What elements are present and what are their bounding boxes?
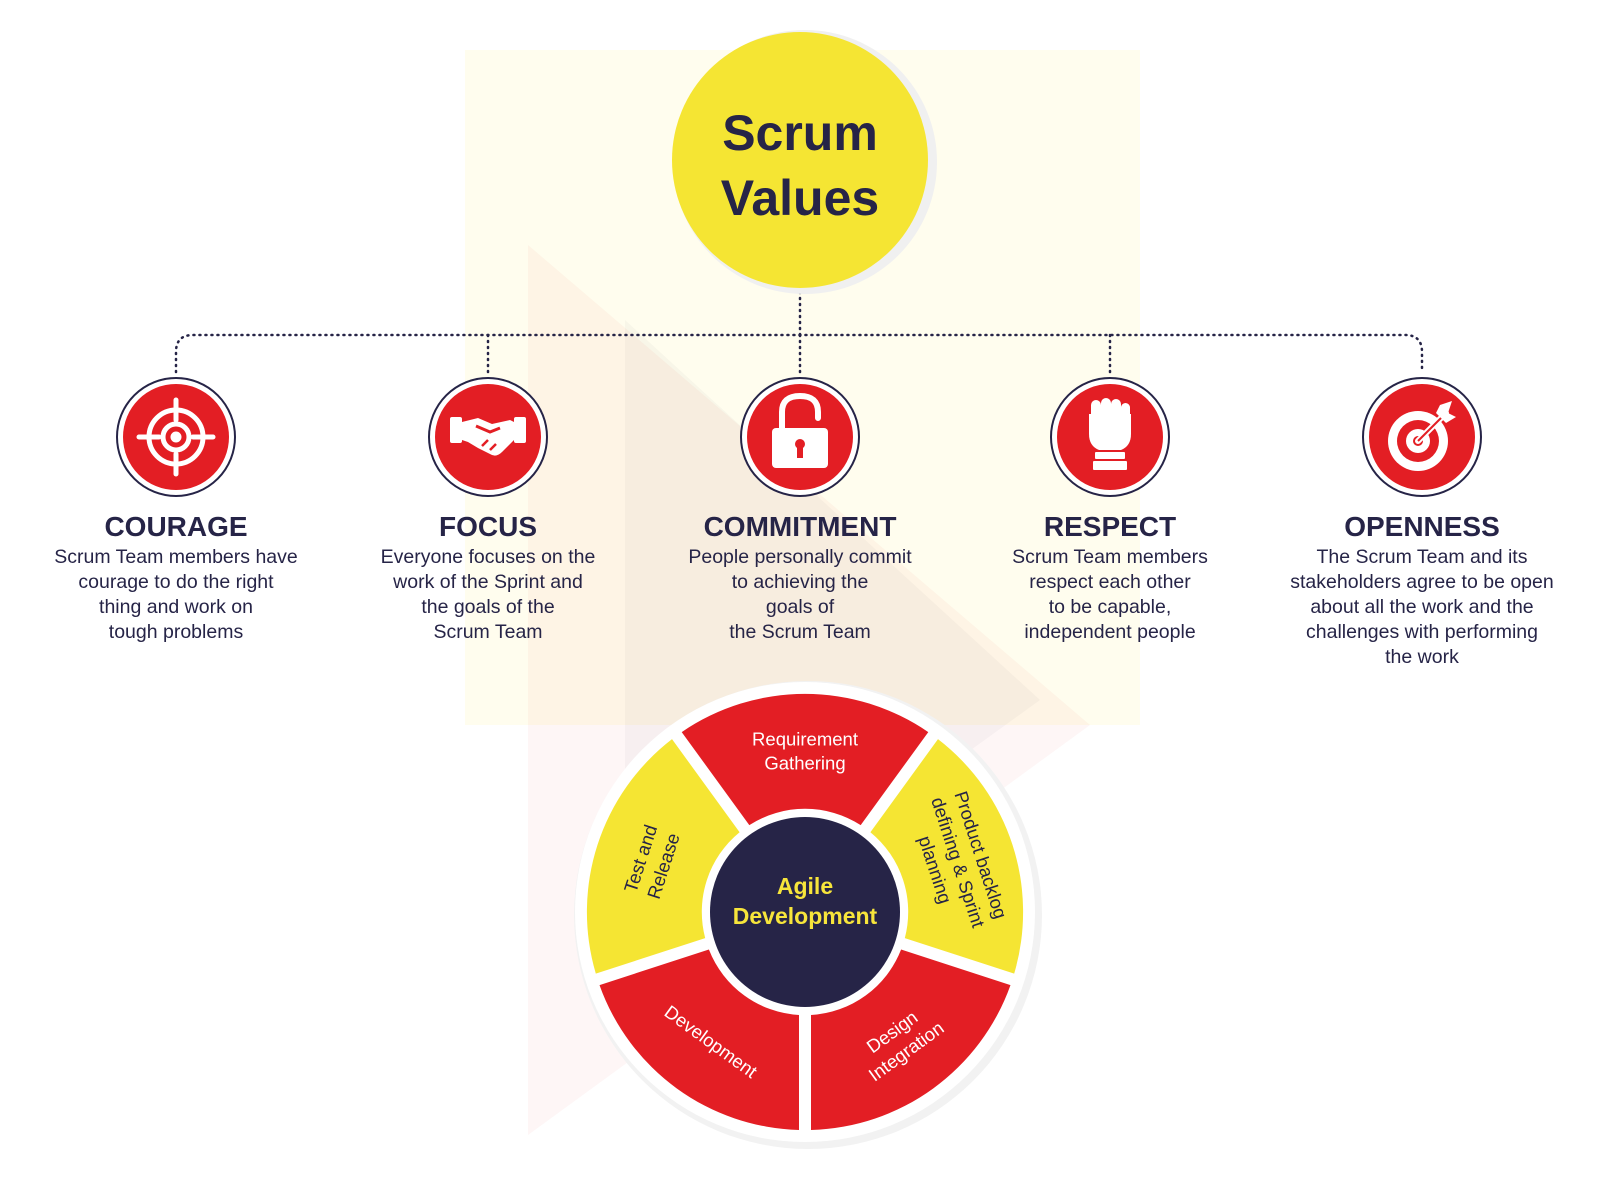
- cycle-segment-label-line: Gathering: [764, 753, 845, 774]
- value-desc-line: Scrum Team members have: [54, 546, 297, 568]
- title-line-2: Values: [721, 170, 879, 226]
- value-desc-line: thing and work on: [99, 596, 253, 618]
- handshake-icon: [450, 417, 526, 456]
- value-desc-line: courage to do the right: [78, 571, 274, 593]
- value-desc-line: challenges with performing: [1306, 621, 1538, 643]
- raised-fist-icon: [1089, 398, 1131, 470]
- value-desc-line: the Scrum Team: [729, 621, 871, 643]
- value-desc-line: work of the Sprint and: [392, 571, 583, 593]
- value-courage: COURAGE Scrum Team members have courage …: [54, 377, 298, 643]
- value-desc-line: to be capable,: [1049, 596, 1172, 618]
- value-desc-line: goals of: [766, 596, 835, 618]
- value-name: COURAGE: [104, 511, 247, 542]
- value-respect: RESPECT Scrum Team members respect each …: [1012, 377, 1208, 643]
- value-desc-line: to achieving the: [732, 571, 869, 593]
- target-arrow-icon: [1388, 401, 1456, 471]
- value-desc-line: tough problems: [109, 621, 244, 643]
- value-commitment: COMMITMENT People personally commit to a…: [688, 377, 912, 643]
- cycle-segment-label-line: Requirement: [752, 729, 858, 750]
- connector-lines: [174, 290, 1424, 374]
- value-name: OPENNESS: [1344, 511, 1500, 542]
- value-desc-line: Scrum Team: [433, 621, 542, 643]
- center-circle: [710, 817, 900, 1007]
- value-desc-line: about all the work and the: [1310, 596, 1533, 618]
- unlocked-padlock-icon: [772, 392, 828, 468]
- value-desc-line: independent people: [1024, 621, 1195, 643]
- value-desc-line: respect each other: [1029, 571, 1191, 593]
- cycle-segment-design-integration: [811, 949, 1011, 1130]
- cycle-segment-requirement-gathering: [681, 693, 929, 826]
- value-desc-line: Scrum Team members: [1012, 546, 1208, 568]
- value-desc-line: the goals of the: [421, 596, 554, 618]
- value-desc-line: The Scrum Team and its: [1317, 546, 1528, 568]
- value-desc-line: People personally commit: [688, 546, 912, 568]
- center-label-line-2: Development: [733, 903, 878, 929]
- center-label-line-1: Agile: [777, 873, 833, 899]
- value-desc-line: stakeholders agree to be open: [1290, 571, 1553, 593]
- cycle-segment-product-backlog-planning: [870, 739, 1024, 974]
- cycle-segment-test-and-release: [586, 739, 740, 974]
- value-name: RESPECT: [1044, 511, 1176, 542]
- value-name: COMMITMENT: [704, 511, 897, 542]
- value-desc-line: Everyone focuses on the: [381, 546, 596, 568]
- cycle-segment-development: [599, 949, 799, 1130]
- crosshair-icon: [136, 397, 216, 477]
- value-focus: FOCUS Everyone focuses on the work of th…: [381, 377, 596, 643]
- title-line-1: Scrum: [722, 105, 878, 161]
- title-node: Scrum Values: [672, 30, 937, 294]
- value-name: FOCUS: [439, 511, 537, 542]
- value-desc-line: the work: [1385, 646, 1459, 668]
- value-openness: OPENNESS The Scrum Team and its stakehol…: [1290, 377, 1554, 668]
